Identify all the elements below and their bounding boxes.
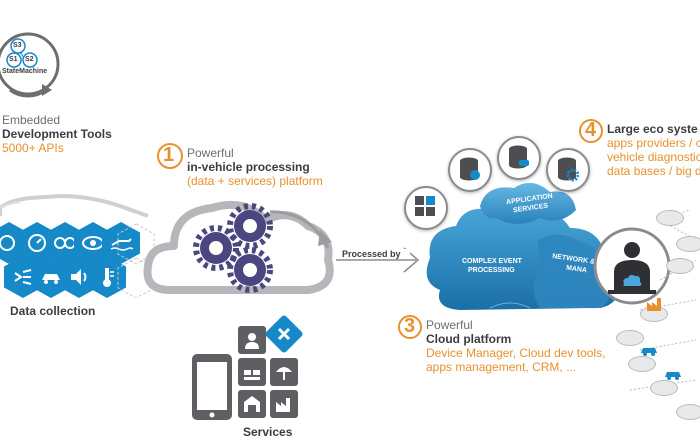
- service-parking-tile: [238, 358, 266, 386]
- service-umbrella-tile: [270, 358, 298, 386]
- step3-line2: Cloud platform: [426, 332, 512, 346]
- eco-car-icon-2: [665, 372, 681, 380]
- developer-laptop-icon: [593, 227, 671, 305]
- step4-number-ring: [579, 119, 603, 143]
- state-s3: S3: [13, 42, 22, 49]
- step3-number-ring: [398, 315, 422, 339]
- embedded-line1: Embedded: [2, 113, 61, 127]
- services-label: Services: [243, 425, 293, 439]
- smartphone-icon: [192, 354, 232, 420]
- eco-node-3: [666, 258, 694, 274]
- step1-line3: (data + services) platform: [187, 174, 323, 188]
- eco-node-5: [616, 330, 644, 346]
- step3-line1: Powerful: [426, 318, 473, 332]
- step1-number-ring: [157, 143, 183, 169]
- step1-line1: Powerful: [187, 146, 234, 160]
- complex-event-label-1: COMPLEX EVENT: [462, 258, 522, 265]
- step3-line3: Device Manager, Cloud dev tools,: [426, 346, 606, 360]
- data-collection-label: Data collection: [10, 304, 96, 318]
- eco-car-icon-1: [641, 348, 657, 356]
- state-s1: S1: [9, 56, 18, 63]
- eco-node-1: [656, 210, 684, 226]
- eco-node-2: [676, 236, 700, 252]
- eco-node-8: [676, 404, 700, 420]
- database-gear-bubble: [546, 148, 590, 192]
- service-garage-tile: [238, 390, 266, 418]
- car-outline-icon: [0, 193, 149, 218]
- step3-line4: apps management, CRM, ...: [426, 360, 577, 374]
- step4-number: 4: [585, 119, 597, 141]
- step3-number: 3: [404, 315, 416, 337]
- embedded-line3: 5000+ APIs: [2, 141, 64, 155]
- step4-line4: data bases / big d: [607, 164, 700, 178]
- step1-number: 1: [163, 144, 175, 166]
- state-machine-label: StateMachine: [2, 68, 48, 75]
- step4-line3: vehicle diagnostic: [607, 150, 700, 164]
- hex-temperature: [88, 256, 126, 298]
- database-user-bubble: [448, 148, 492, 192]
- complex-event-label-2: PROCESSING: [468, 267, 515, 274]
- service-factory-tile: [270, 390, 298, 418]
- cloud-platform-icon: [426, 182, 623, 310]
- eco-node-7: [650, 380, 678, 396]
- step1-line2: in-vehicle processing: [187, 160, 310, 174]
- embedded-line2: Development Tools: [2, 127, 112, 141]
- step4-line2: apps providers / c: [607, 136, 700, 150]
- state-s2: S2: [25, 56, 34, 63]
- processed-by-arrow: [336, 247, 420, 273]
- service-close-tile: [264, 314, 304, 354]
- state-machine-icon: [0, 32, 60, 98]
- app-tiles-bubble: [404, 186, 448, 230]
- eco-node-6: [628, 356, 656, 372]
- service-user-tile: [238, 326, 266, 354]
- eco-factory-icon: [647, 298, 661, 311]
- in-vehicle-cloud-icon: [143, 201, 334, 294]
- step4-line1: Large eco syste: [607, 122, 698, 136]
- database-car-bubble: [497, 136, 541, 180]
- processed-by-label: Processed by: [342, 249, 401, 259]
